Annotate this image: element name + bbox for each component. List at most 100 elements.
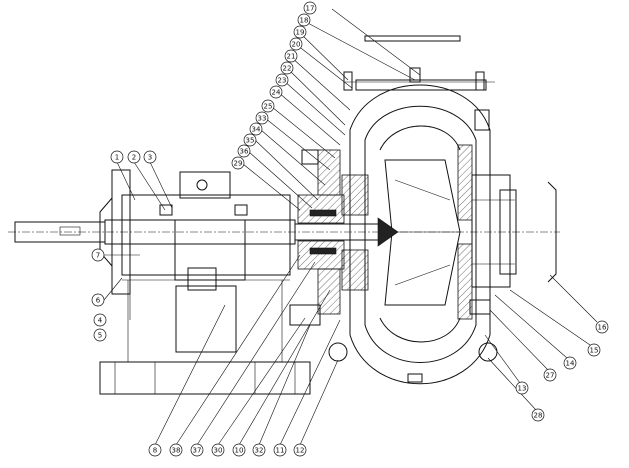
leader-13 xyxy=(484,334,521,384)
frame-bolt-upper xyxy=(301,149,319,165)
callout-label: 6 xyxy=(96,297,101,305)
bearing-housing-top xyxy=(179,171,231,199)
callout-6: 6 xyxy=(91,293,105,307)
callout-13: 13 xyxy=(515,381,529,395)
leader-21 xyxy=(290,56,351,111)
pump-casing xyxy=(328,35,498,385)
adjusting-screw-block xyxy=(187,267,217,291)
leader-38 xyxy=(175,254,301,446)
callout-label: 20 xyxy=(292,41,301,49)
leader-19 xyxy=(299,32,349,81)
leader-24 xyxy=(277,91,341,146)
callout-label: 25 xyxy=(264,103,273,111)
callout-label: 29 xyxy=(234,160,243,168)
bearing-cavity xyxy=(174,219,246,281)
leader-33 xyxy=(264,117,331,171)
leader-15 xyxy=(509,289,591,346)
callout-18: 18 xyxy=(297,13,311,27)
casing-foot-right xyxy=(478,342,498,362)
leader-37 xyxy=(196,261,316,446)
callout-label: 14 xyxy=(566,360,575,368)
gland-upper-section xyxy=(297,194,345,224)
leader-20 xyxy=(296,44,353,89)
callout-35: 35 xyxy=(243,133,257,147)
callout-label: 22 xyxy=(283,65,292,73)
leader-1 xyxy=(116,161,136,201)
callout-34: 34 xyxy=(249,122,263,136)
callout-label: 37 xyxy=(193,447,202,455)
leader-25 xyxy=(271,106,336,159)
callout-23: 23 xyxy=(275,73,289,87)
callout-20: 20 xyxy=(289,37,303,51)
impeller-vane-lower xyxy=(394,264,451,286)
callout-label: 32 xyxy=(255,447,264,455)
callout-2: 2 xyxy=(127,150,141,164)
callout-label: 35 xyxy=(246,137,255,145)
impeller-vane-upper xyxy=(394,179,451,201)
discharge-gasket xyxy=(364,35,461,42)
suction-assembly xyxy=(457,109,557,320)
volute-casing-inner xyxy=(364,105,477,363)
bearing-housing xyxy=(121,194,291,276)
leader-17 xyxy=(331,8,421,76)
impeller xyxy=(377,159,461,306)
impeller-nut xyxy=(377,217,399,247)
callout-33: 33 xyxy=(255,111,269,125)
suction-bolt-lower xyxy=(469,299,491,315)
packing-ring-lower xyxy=(309,247,337,255)
pedestal-window xyxy=(175,285,237,353)
callout-label: 33 xyxy=(258,115,267,123)
callout-leaders xyxy=(103,8,598,446)
gland-seal-section xyxy=(289,149,369,326)
callout-3: 3 xyxy=(143,150,157,164)
housing-bolt-left xyxy=(159,204,173,216)
callout-10: 10 xyxy=(232,443,246,457)
callout-label: 15 xyxy=(590,347,599,355)
leader-3 xyxy=(149,161,173,209)
leader-16 xyxy=(549,274,598,323)
lifting-eye xyxy=(196,179,208,191)
gland-lower-section xyxy=(297,240,345,270)
shaft-keyway xyxy=(59,226,81,236)
callout-19: 19 xyxy=(293,25,307,39)
callout-label: 28 xyxy=(534,412,543,420)
callout-15: 15 xyxy=(587,343,601,357)
expeller-lower xyxy=(341,249,369,291)
callout-label: 23 xyxy=(278,77,287,85)
callout-30: 30 xyxy=(211,443,225,457)
callout-label: 12 xyxy=(296,447,305,455)
casing-foot-left xyxy=(328,342,348,362)
callout-12: 12 xyxy=(293,443,307,457)
leader-6 xyxy=(103,277,123,301)
callout-label: 24 xyxy=(272,89,281,97)
callout-22: 22 xyxy=(280,61,294,75)
callout-16: 16 xyxy=(595,320,609,334)
callout-label: 34 xyxy=(252,126,261,134)
callout-label: 10 xyxy=(235,447,244,455)
frame-bolt-lower xyxy=(289,304,321,326)
callout-bubbles: 1 2 3 4 5 6 7 8 38 37 30 10 32 11 12 17 … xyxy=(91,1,609,457)
leader-18 xyxy=(303,20,416,81)
callout-36: 36 xyxy=(237,144,251,158)
leader-28 xyxy=(487,357,537,411)
callout-21: 21 xyxy=(284,49,298,63)
callout-label: 11 xyxy=(276,447,285,455)
leader-10 xyxy=(238,289,331,446)
discharge-flange xyxy=(355,79,487,91)
frame-plate-upper xyxy=(317,149,341,196)
casing-liner-top xyxy=(379,125,461,151)
callout-label: 1 xyxy=(115,154,119,162)
suction-gasket xyxy=(547,181,557,283)
callout-label: 2 xyxy=(132,154,136,162)
callout-label: 19 xyxy=(296,29,305,37)
suction-bolt-upper xyxy=(474,109,490,131)
callout-38: 38 xyxy=(169,443,183,457)
leader-30 xyxy=(217,317,306,446)
suction-cover xyxy=(471,174,511,288)
suction-flange xyxy=(499,189,517,275)
leader-34 xyxy=(260,129,326,186)
bearing-assembly xyxy=(99,169,311,395)
flange-bolt-left xyxy=(343,71,353,91)
callout-1: 1 xyxy=(110,150,124,164)
